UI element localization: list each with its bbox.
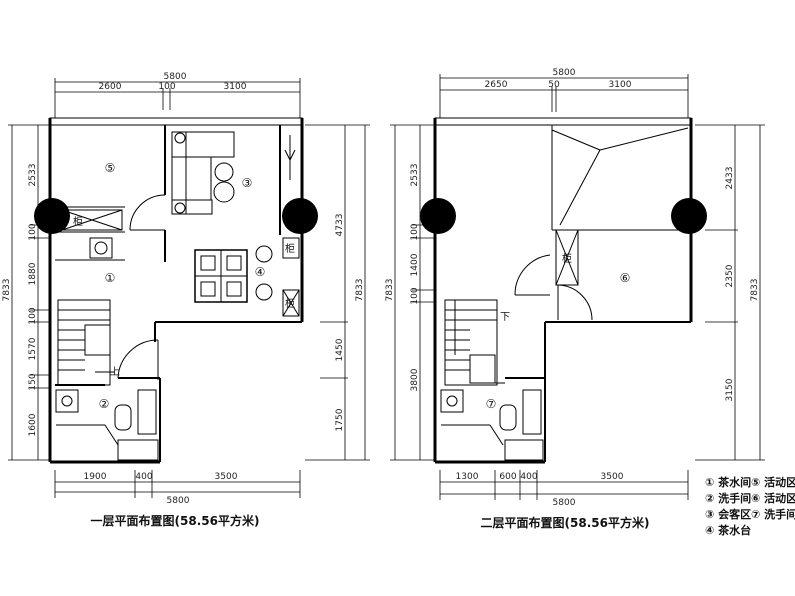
cabinet-label: 柜 bbox=[285, 297, 295, 310]
plan2-bottom-dim: 3500 bbox=[601, 472, 624, 482]
legend-item: ② 洗手间 bbox=[705, 491, 751, 505]
plan2-bottom-total: 5800 bbox=[553, 498, 576, 508]
plan2-left-dim: 3800 bbox=[410, 368, 420, 391]
marker-dot bbox=[420, 198, 456, 234]
plan2-walls bbox=[433, 117, 693, 464]
marker-dot bbox=[671, 198, 707, 234]
plan2-right-total: 7833 bbox=[750, 279, 760, 302]
plan1-right-dim: 1450 bbox=[335, 338, 345, 361]
room-label: ⑦ bbox=[486, 397, 497, 411]
black-markers bbox=[34, 198, 707, 234]
plan1-text: 5800 2600 100 3100 1900 400 3500 5800 25… bbox=[2, 72, 365, 528]
plan2-top-dim: 3100 bbox=[609, 80, 632, 90]
plan2-left-dim: 2533 bbox=[410, 164, 420, 187]
stair-label: 下 bbox=[500, 312, 510, 323]
plan2-left-dim: 100 bbox=[410, 223, 420, 240]
plan2-right-dim: 2350 bbox=[725, 264, 735, 287]
plan1-right-dim: 4733 bbox=[335, 214, 345, 237]
plan1-left-total: 7833 bbox=[2, 279, 12, 302]
room-label: ⑥ bbox=[620, 271, 631, 285]
plan1-walls bbox=[48, 117, 304, 464]
plan1-left-dim: 100 bbox=[28, 223, 38, 240]
plan1-left-dim: 100 bbox=[28, 307, 38, 324]
plan1-left-dim: 1600 bbox=[28, 413, 38, 436]
plan1-top-total: 5800 bbox=[164, 72, 187, 82]
plan1-bottom-dim: 3500 bbox=[215, 472, 238, 482]
plan1-left-dim: 1880 bbox=[28, 262, 38, 285]
cabinet-label: 柜 bbox=[285, 242, 295, 255]
marker-dot bbox=[282, 198, 318, 234]
legend-item: ⑥ 活动区 bbox=[751, 491, 795, 505]
room-label: ④ bbox=[255, 265, 266, 279]
cabinet-label: 柜 bbox=[73, 215, 83, 228]
plan2-bottom-dim: 1300 bbox=[456, 472, 479, 482]
room-label: ① bbox=[105, 271, 116, 285]
plan1-bottom-dim: 400 bbox=[135, 472, 152, 482]
plan2-left-dim: 100 bbox=[410, 287, 420, 304]
legend-item: ③ 会客区 bbox=[705, 507, 751, 521]
plan1-bottom-total: 5800 bbox=[167, 496, 190, 506]
legend-item: ⑦ 洗手间 bbox=[751, 507, 795, 521]
plan2-dimensions bbox=[390, 74, 765, 500]
plan1-caption: 一层平面布置图(58.56平方米) bbox=[91, 513, 260, 528]
plan1-bottom-dim: 1900 bbox=[84, 472, 107, 482]
plan2-top-dim: 2650 bbox=[485, 80, 508, 90]
legend-item: ① 茶水间 bbox=[705, 475, 751, 489]
room-label: ⑤ bbox=[105, 161, 116, 175]
plan1-left-dim: 2533 bbox=[28, 164, 38, 187]
plan1-right-dim: 1750 bbox=[335, 408, 345, 431]
plan2-right-dim: 3150 bbox=[725, 378, 735, 401]
plan1-top-dim: 2600 bbox=[99, 82, 122, 92]
plan2-left-dim: 1400 bbox=[410, 253, 420, 276]
plan1-top-dim: 100 bbox=[158, 82, 175, 92]
room-label: ③ bbox=[242, 176, 253, 190]
marker-dot bbox=[34, 198, 70, 234]
cabinet-label: 柜 bbox=[562, 252, 572, 265]
plan2-bottom-dim: 600 bbox=[499, 472, 516, 482]
plan1-left-dim: 150 bbox=[28, 373, 38, 390]
plan2-right-dim: 2433 bbox=[725, 167, 735, 190]
plan1-right-total: 7833 bbox=[355, 279, 365, 302]
legend-item: ⑤ 活动区 bbox=[751, 475, 795, 489]
plan2-top-total: 5800 bbox=[553, 68, 576, 78]
plan2-caption: 二层平面布置图(58.56平方米) bbox=[481, 515, 650, 530]
plan2-bottom-dim: 400 bbox=[520, 472, 537, 482]
plan1-top-dim: 3100 bbox=[224, 82, 247, 92]
legend-item: ④ 茶水台 bbox=[705, 523, 751, 537]
legend: ① 茶水间 ⑤ 活动区 ② 洗手间 ⑥ 活动区 ③ 会客区 ⑦ 洗手间 ④ 茶水… bbox=[705, 475, 795, 537]
plan1-left-dim: 1570 bbox=[28, 337, 38, 360]
plan2-left-total: 7833 bbox=[385, 279, 395, 302]
plan2-top-dim: 50 bbox=[548, 80, 560, 90]
plan1-dimensions bbox=[8, 78, 370, 498]
plan2-text: 5800 2650 50 3100 1300 600 400 3500 5800… bbox=[385, 68, 760, 530]
room-label: ② bbox=[99, 397, 110, 411]
stair-label: 上 bbox=[110, 366, 120, 378]
